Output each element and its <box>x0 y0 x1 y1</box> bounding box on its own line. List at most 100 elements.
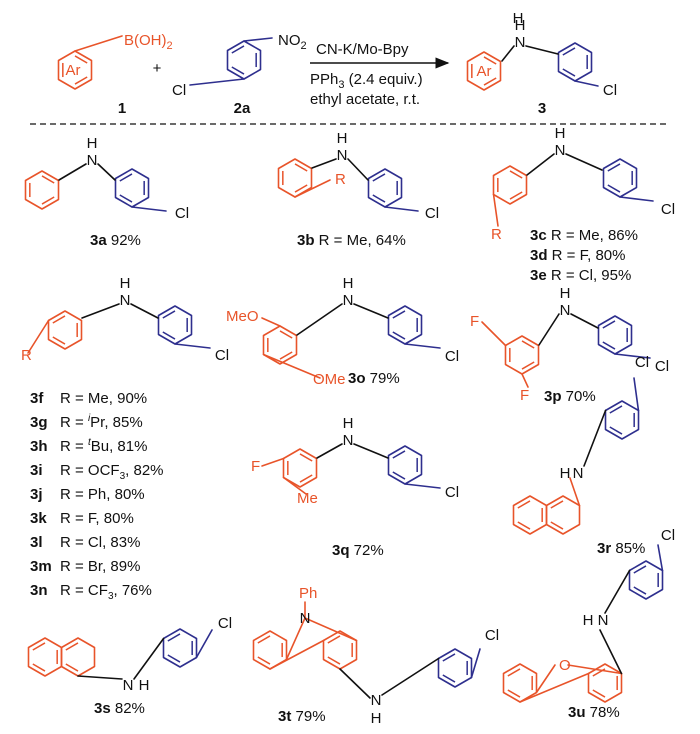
chlorophenyl-ring <box>387 445 423 485</box>
c-f-bond <box>521 373 529 388</box>
hydrogen-atom: H <box>371 710 382 727</box>
n-aryl-bond <box>353 303 389 319</box>
chlorophenyl-ring <box>367 168 403 208</box>
nitrogen-atom: N <box>343 432 354 449</box>
c-r-bond <box>294 179 331 198</box>
c-cl-bond <box>619 196 654 202</box>
n-aryl-bond <box>569 477 581 507</box>
chlorophenyl-ring <box>597 315 633 355</box>
chlorophenyl-ring <box>114 168 150 208</box>
hydrogen-atom: H <box>343 415 354 432</box>
aryl-ring <box>492 165 528 205</box>
n-aryl-bond <box>77 675 123 680</box>
n-aryl-bond <box>526 153 555 176</box>
nitrogen-atom: N <box>598 612 609 629</box>
compound-1-label: 1 <box>118 100 126 117</box>
chlorine-atom: Cl <box>175 205 189 222</box>
carbazole-nitrogen: N <box>300 610 311 627</box>
hydrogen-atom: H <box>120 275 131 292</box>
n-aryl-bond <box>133 637 165 680</box>
nitrogen-atom: N <box>343 292 354 309</box>
c-cl-bond <box>470 648 481 679</box>
hydrogen-atom: H <box>555 125 566 142</box>
product-caption: 3b R = Me, 64% <box>297 232 406 249</box>
n-aryl-bond <box>525 45 559 55</box>
chlorine-atom: Cl <box>425 205 439 222</box>
n-aryl-bond <box>381 657 440 696</box>
c-f-bond <box>481 321 507 347</box>
c-o-bond <box>535 664 556 694</box>
product-caption: 3u 78% <box>568 704 620 721</box>
reagent-2a-chloro: Cl <box>172 82 186 99</box>
chloronitrobenzene-ring <box>226 40 262 80</box>
c-n-bond <box>304 617 358 642</box>
c-cl-bond <box>657 544 664 572</box>
c-f-bond <box>261 457 285 467</box>
c-c-bond <box>269 639 325 670</box>
plus-sign: + <box>153 60 162 77</box>
hydrogen-atom: H <box>343 275 354 292</box>
hydrogen-atom: H <box>560 285 571 302</box>
n-aryl-bond <box>311 158 337 169</box>
naphthyl-ring-right <box>60 637 96 677</box>
product-h-label: H <box>513 10 524 27</box>
c-cl-bond <box>384 206 419 212</box>
n-aryl-bond <box>316 443 343 459</box>
n-aryl-bond <box>599 629 623 675</box>
c-r-bond <box>27 319 50 354</box>
product-chlorophenyl-ring <box>557 42 593 82</box>
oxygen-label: O <box>559 657 571 674</box>
n-aryl-bond <box>501 45 515 62</box>
reductant-label: PPh3 (2.4 equiv.) <box>310 71 423 91</box>
c-cl-bond <box>404 483 441 489</box>
n-aryl-bond <box>565 153 603 171</box>
nitrogen-atom: N <box>371 692 382 709</box>
nitrogen-atom: N <box>560 302 571 319</box>
methyl-label: Me <box>297 490 318 507</box>
chlorophenyl-ring <box>628 560 664 600</box>
n-aryl-bond <box>130 303 159 319</box>
chlorophenyl-ring <box>602 158 638 198</box>
product-caption: 3q 72% <box>332 542 384 559</box>
chlorophenyl-ring <box>162 628 198 668</box>
chlorine-atom: Cl <box>218 615 232 632</box>
reaction-header: B(OH)2 Ar 1 + NO2 Cl 2a CN-K/Mo-Bpy PPh3… <box>66 10 547 117</box>
product-caption: 3r 85% <box>597 540 645 557</box>
c-n-bond <box>285 617 306 661</box>
product-caption: 3a 92% <box>90 232 141 249</box>
substituent-r: R <box>21 347 32 364</box>
nitro-label: NO2 <box>278 32 307 52</box>
product-caption: 3d R = F, 80% <box>530 247 625 264</box>
product-caption: 3e R = Cl, 95% <box>530 267 631 284</box>
ph-label: Ph <box>299 585 317 602</box>
dibenzofuran-ring-left <box>502 663 538 703</box>
fluoro-label: F <box>520 387 529 404</box>
c-cl-bond <box>195 629 213 659</box>
aryl-ring <box>47 310 83 350</box>
hydrogen-atom: H <box>337 130 348 147</box>
conditions-label: ethyl acetate, r.t. <box>310 91 420 108</box>
c-cl-bond <box>633 377 640 412</box>
c-o-bond <box>262 353 321 379</box>
product-caption: 3t 79% <box>278 708 326 725</box>
chlorine-atom: Cl <box>603 82 617 99</box>
c-c-bond <box>519 672 590 703</box>
c-o-bond <box>261 317 281 327</box>
product-caption: 3s 82% <box>94 700 145 717</box>
product-caption: 3p 70% <box>544 388 596 405</box>
c-me-bond <box>282 476 307 495</box>
catalyst-label: CN-K/Mo-Bpy <box>316 41 409 58</box>
chlorophenyl-ring <box>604 400 640 440</box>
n-aryl-bond <box>339 668 371 699</box>
dimethoxyphenyl-ring <box>262 325 298 365</box>
nitrogen-atom: N <box>515 34 526 51</box>
naphthyl-ring-left <box>27 637 63 677</box>
